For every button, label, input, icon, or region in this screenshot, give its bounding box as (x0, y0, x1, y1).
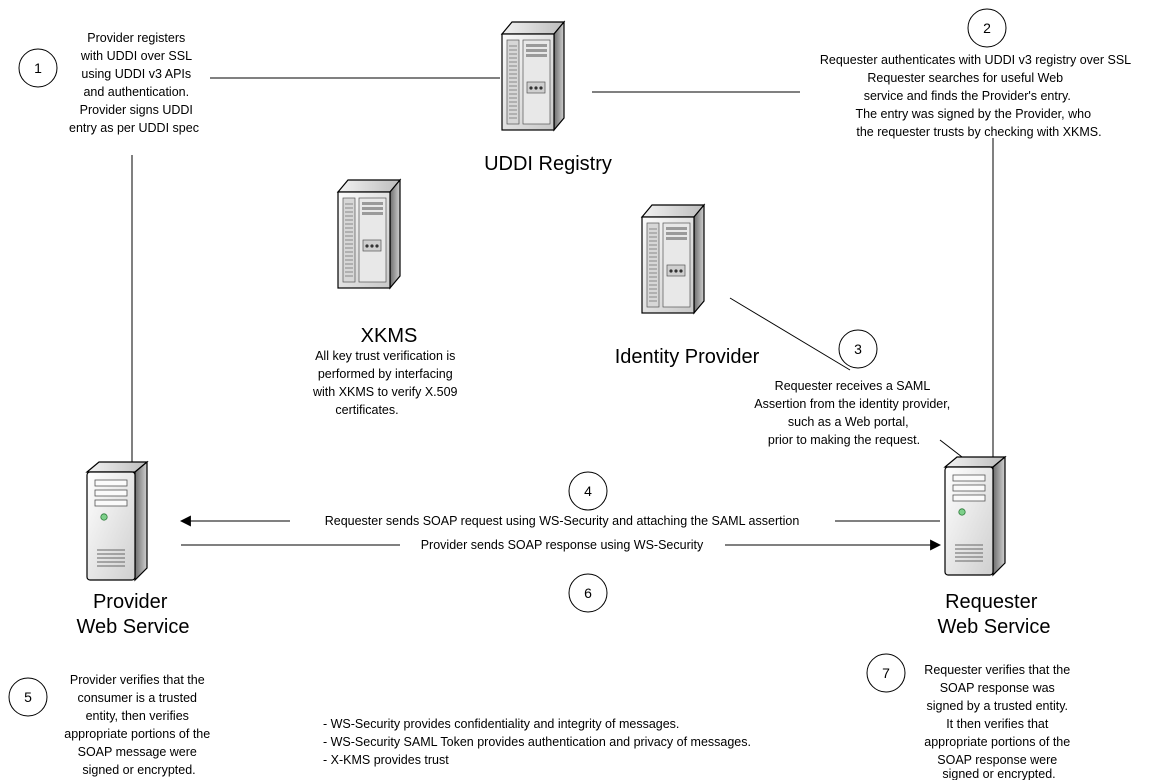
uddi-registry-label: UDDI Registry (484, 153, 612, 175)
step-3-circle (838, 329, 878, 369)
step-5-circle (8, 677, 48, 717)
step-2-circle (967, 8, 1007, 48)
xkms-server-icon (337, 179, 401, 289)
soap-response-label-bg (400, 537, 725, 552)
step-2-note: Requester authenticates with UDDI v3 reg… (820, 53, 1134, 139)
step-4-circle (568, 471, 608, 511)
requester-label: Requester Web Service (937, 591, 1050, 638)
requester-pc-icon (944, 456, 1006, 576)
step-3-note: Requester receives a SAML Assertion from… (754, 379, 953, 447)
idp-server-icon (641, 204, 705, 314)
step-1-number: 1 (34, 60, 42, 76)
step-1-circle (18, 48, 58, 88)
provider-pc-icon (86, 461, 148, 581)
step-2-number: 2 (983, 20, 991, 36)
soap-response-label: Provider sends SOAP response using WS-Se… (421, 538, 704, 552)
uddi-server-icon (501, 21, 565, 131)
legend: - WS-Security provides confidentiality a… (323, 717, 754, 767)
connector-idp-step3 (729, 297, 851, 371)
step-1-note: Provider registers with UDDI over SSL us… (69, 31, 199, 135)
step-3-number: 3 (854, 341, 862, 357)
identity-provider-label: Identity Provider (615, 346, 760, 368)
xkms-label: XKMS (361, 325, 418, 347)
xkms-note: All key trust verification is performed … (312, 349, 461, 417)
soap-request-label: Requester sends SOAP request using WS-Se… (325, 514, 800, 528)
step-4-number: 4 (584, 483, 592, 499)
step-7-number: 7 (882, 665, 890, 681)
step-7-circle (866, 653, 906, 693)
provider-label: Provider Web Service (76, 591, 189, 638)
step-6-number: 6 (584, 585, 592, 601)
step-6-circle (568, 573, 608, 613)
step-5-note: Provider verifies that the consumer is a… (64, 673, 213, 777)
step-7-note: Requester verifies that the SOAP respons… (924, 663, 1073, 780)
soap-request-label-bg (290, 513, 835, 528)
step-5-number: 5 (24, 689, 32, 705)
